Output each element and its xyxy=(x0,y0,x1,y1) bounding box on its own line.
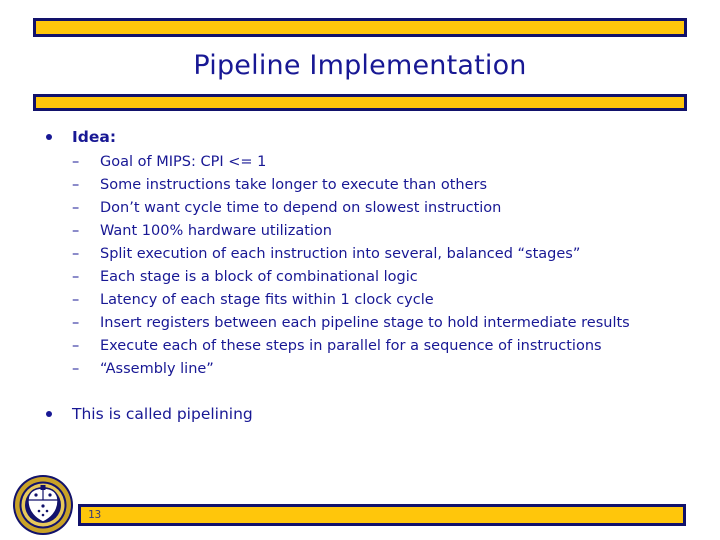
sub-bullet-label: Execute each of these steps in parallel … xyxy=(100,338,602,354)
sub-bullet-cycle-time: – Don’t want cycle time to depend on slo… xyxy=(0,197,720,220)
sub-bullet-insert-registers: – Insert registers between each pipeline… xyxy=(0,312,720,335)
university-seal-logo xyxy=(12,474,74,536)
sub-bullet-label: Want 100% hardware utilization xyxy=(100,223,332,239)
sub-bullet-label: Each stage is a block of combinational l… xyxy=(100,269,418,285)
dash-icon: – xyxy=(72,269,80,285)
slide-body: Idea: – Goal of MIPS: CPI <= 1 – Some in… xyxy=(0,126,720,428)
footer-decorative-bar xyxy=(78,504,686,526)
bullet-this-is-called-pipelining: This is called pipelining xyxy=(0,403,720,425)
dash-icon: – xyxy=(72,292,80,308)
sub-bullet-some-instructions: – Some instructions take longer to execu… xyxy=(0,174,720,197)
dash-icon: – xyxy=(72,177,80,193)
sub-bullet-label: Latency of each stage fits within 1 cloc… xyxy=(100,292,434,308)
dash-icon: – xyxy=(72,315,80,331)
sub-bullet-label: “Assembly line” xyxy=(100,361,214,377)
bullet-dot-icon xyxy=(46,411,52,417)
sub-bullet-goal-of-mips: – Goal of MIPS: CPI <= 1 xyxy=(0,151,720,174)
sub-bullet-label: Don’t want cycle time to depend on slowe… xyxy=(100,200,502,216)
dash-icon: – xyxy=(72,338,80,354)
bullet-idea: Idea: xyxy=(0,126,720,148)
page-number: 13 xyxy=(88,508,102,521)
sub-bullet-split-execution: – Split execution of each instruction in… xyxy=(0,243,720,266)
dash-icon: – xyxy=(72,223,80,239)
slide-title: Pipeline Implementation xyxy=(193,50,527,81)
top-decorative-bar xyxy=(33,18,687,37)
sub-bullet-label: Insert registers between each pipeline s… xyxy=(100,315,630,331)
body-spacer xyxy=(0,381,720,403)
dash-icon: – xyxy=(72,361,80,377)
sub-bullet-hardware-utilization: – Want 100% hardware utilization xyxy=(0,220,720,243)
sub-bullet-label: Goal of MIPS: CPI <= 1 xyxy=(100,154,267,170)
sub-bullet-latency-clock-cycle: – Latency of each stage fits within 1 cl… xyxy=(0,289,720,312)
sub-bullet-label: Some instructions take longer to execute… xyxy=(100,177,488,193)
dash-icon: – xyxy=(72,200,80,216)
dash-icon: – xyxy=(72,246,80,262)
bullet-pipelining-label: This is called pipelining xyxy=(72,405,253,423)
sub-bullet-assembly-line: – “Assembly line” xyxy=(0,358,720,381)
sub-bullet-combinational-logic: – Each stage is a block of combinational… xyxy=(0,266,720,289)
title-underline-bar xyxy=(33,94,687,111)
idea-sublist: – Goal of MIPS: CPI <= 1 – Some instruct… xyxy=(0,151,720,381)
sub-bullet-label: Split execution of each instruction into… xyxy=(100,246,581,262)
sub-bullet-execute-parallel: – Execute each of these steps in paralle… xyxy=(0,335,720,358)
bullet-dot-icon xyxy=(46,134,52,140)
dash-icon: – xyxy=(72,154,80,170)
bullet-idea-label: Idea: xyxy=(72,128,117,146)
